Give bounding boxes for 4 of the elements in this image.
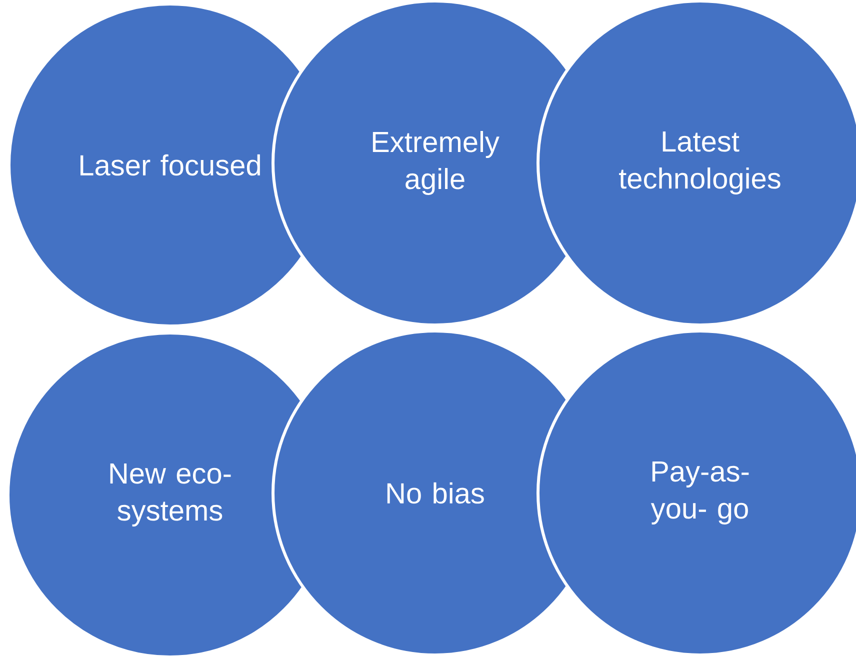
node-label: Latest technologies [619, 132, 780, 194]
node-label: New eco- systems [110, 464, 231, 526]
node-label: Pay-as-you- go [650, 462, 749, 524]
node-label: No bias [387, 482, 484, 504]
